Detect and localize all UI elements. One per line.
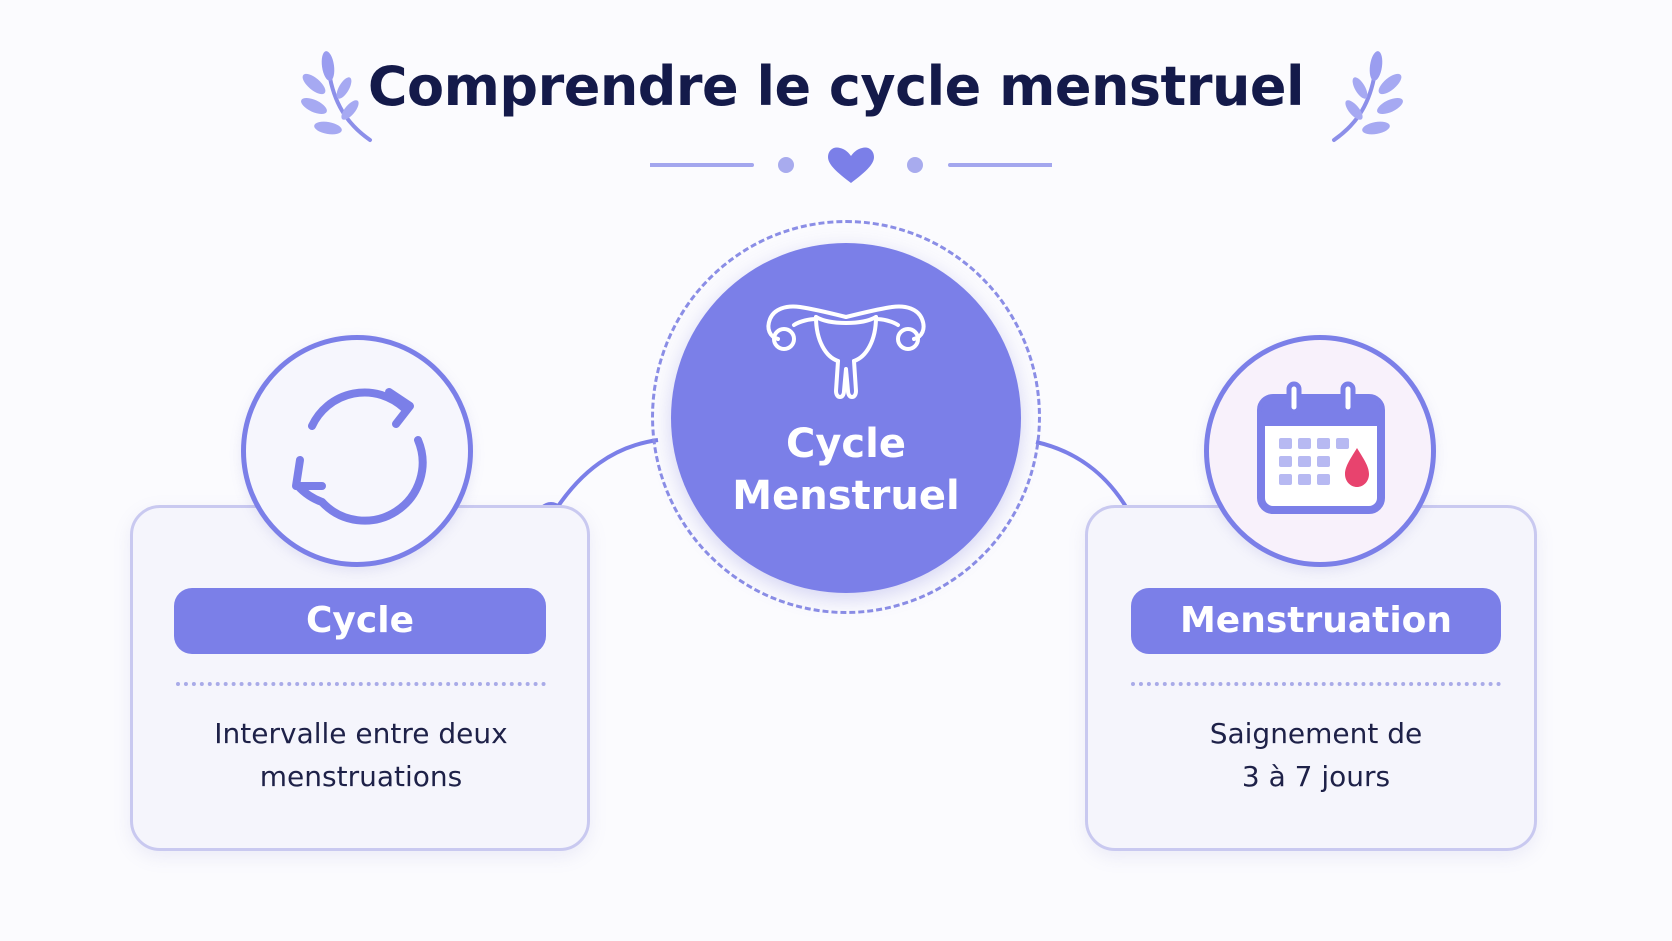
menstruation-description-line1: Saignement de [1209,717,1423,750]
cycle-description: Intervalle entre deux menstruations [176,712,546,798]
cycle-arrows-icon [292,388,427,525]
cycle-divider [176,682,546,686]
blood-drop-icon [1345,448,1369,487]
menstruation-label: Menstruation [1131,588,1501,654]
center-dashed-ring [651,220,1041,614]
cycle-label: Cycle [174,588,546,654]
menstruation-description-line2: 3 à 7 jours [1241,760,1391,793]
laurel-left-icon [301,51,372,142]
calendar-blood-drop-icon [1257,381,1385,514]
uterus-icon [766,304,926,399]
center-label-line1: Cycle [786,421,906,467]
title-divider [650,147,1052,183]
cycle-description-line2: menstruations [259,760,463,793]
laurel-right-icon [1332,51,1403,142]
menstruation-icon-circle [1204,335,1436,567]
cycle-description-line1: Intervalle entre deux [214,717,508,750]
page-title: Comprendre le cycle menstruel [367,55,1305,118]
menstruation-description: Saignement de 3 à 7 jours [1131,712,1501,798]
cycle-icon-circle [241,335,473,567]
heart-icon [828,147,874,183]
menstruation-divider [1131,682,1501,686]
center-label-line2: Menstruel [732,473,960,519]
center-label: Cycle Menstruel [671,418,1021,522]
center-circle [671,243,1021,593]
connector-left [549,438,659,519]
